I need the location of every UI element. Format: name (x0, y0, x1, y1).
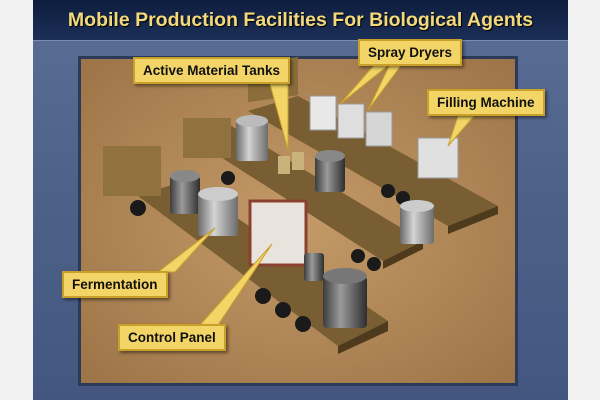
pointer-active-material-tanks (269, 83, 289, 151)
trailer-front (103, 146, 388, 354)
callout-fermentation: Fermentation (62, 271, 168, 298)
callout-filling-machine: Filling Machine (427, 89, 545, 116)
callout-active-material-tanks: Active Material Tanks (133, 57, 291, 84)
pointer-control-panel (198, 243, 273, 326)
callout-control-panel: Control Panel (118, 324, 226, 351)
slide-title: Mobile Production Facilities For Biologi… (67, 9, 534, 31)
trailer-middle (183, 115, 434, 271)
callout-spray-dryers: Spray Dryers (358, 39, 463, 66)
pointer-filling-machine (447, 115, 476, 147)
pointer-fermentation (156, 227, 216, 273)
title-bar: Mobile Production Facilities For Biologi… (33, 0, 568, 41)
